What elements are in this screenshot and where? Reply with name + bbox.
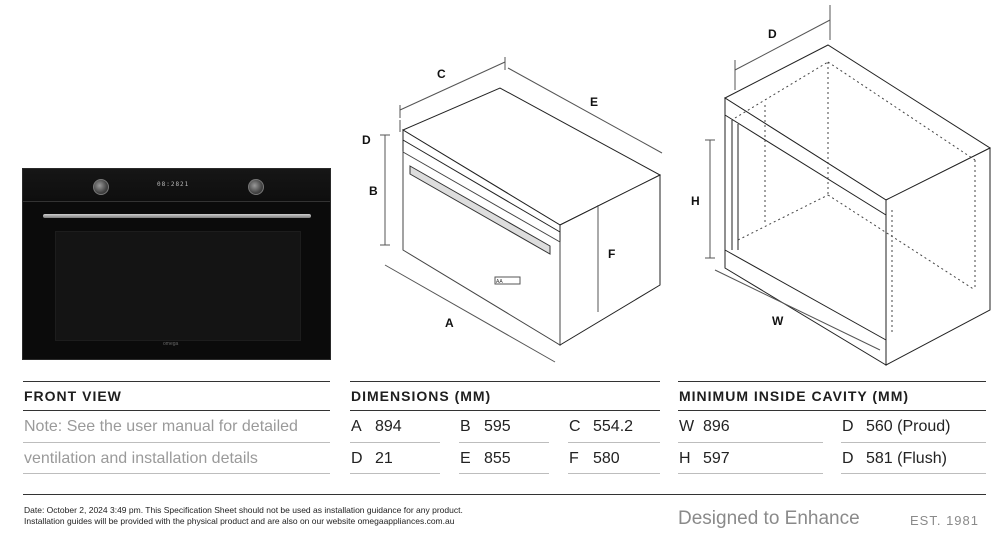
dim-rule-4 (350, 473, 440, 474)
cavity-top-rule (678, 381, 986, 382)
right-knob (248, 179, 264, 195)
note-row-rule (23, 442, 330, 443)
note-line-2: ventilation and installation details (24, 450, 258, 467)
cavity-label-h: H (691, 194, 700, 208)
cavity-label-w: W (772, 314, 784, 328)
front-view-top-rule (23, 381, 330, 382)
label-b: B (369, 184, 378, 198)
footer-line-2: Installation guides will be provided wit… (24, 516, 455, 526)
footer-rule (23, 494, 986, 495)
label-a: A (445, 316, 454, 330)
cav-rule-3 (678, 473, 823, 474)
cav-rule-1 (678, 442, 823, 443)
dimensions-title: DIMENSIONS (MM) (351, 388, 492, 404)
cavity-title: MINIMUM INSIDE CAVITY (MM) (679, 388, 910, 404)
cavity-label-d: D (768, 27, 777, 41)
front-view-title: FRONT VIEW (24, 388, 122, 404)
label-f: F (608, 247, 615, 261)
control-panel: 08:2821 (23, 169, 330, 202)
label-e: E (590, 95, 598, 109)
dim-rule-3 (568, 442, 660, 443)
label-c: C (437, 67, 446, 81)
front-view-oven-image: 08:2821 omega (22, 168, 331, 360)
dim-rule-6 (568, 473, 660, 474)
footer-disclaimer: Date: October 2, 2024 3:49 pm. This Spec… (24, 505, 463, 527)
note-line-1: Note: See the user manual for detailed (24, 418, 298, 435)
dimensions-header-rule (350, 410, 660, 411)
energy-badge: AA (496, 279, 503, 285)
cav-rule-2 (841, 442, 986, 443)
established-year: EST. 1981 (910, 513, 979, 528)
dim-rule-1 (350, 442, 440, 443)
front-view-header-rule (23, 410, 330, 411)
oven-dimension-diagram: C E D B F A AA (362, 57, 663, 363)
cavity-header-rule (678, 410, 986, 411)
footer-line-1: Date: October 2, 2024 3:49 pm. This Spec… (24, 505, 463, 515)
oven-brand-logo: omega (163, 341, 179, 347)
tagline: Designed to Enhance (678, 508, 860, 529)
cav-rule-4 (841, 473, 986, 474)
door-handle (43, 214, 311, 218)
oven-display: 08:2821 (157, 181, 190, 188)
dimensions-top-rule (350, 381, 660, 382)
dim-rule-2 (459, 442, 549, 443)
door-glass (55, 231, 301, 341)
cavity-dimension-diagram: D H W (691, 5, 992, 366)
left-knob (93, 179, 109, 195)
note-bottom-rule (23, 473, 330, 474)
label-d: D (362, 133, 371, 147)
dim-rule-5 (459, 473, 549, 474)
